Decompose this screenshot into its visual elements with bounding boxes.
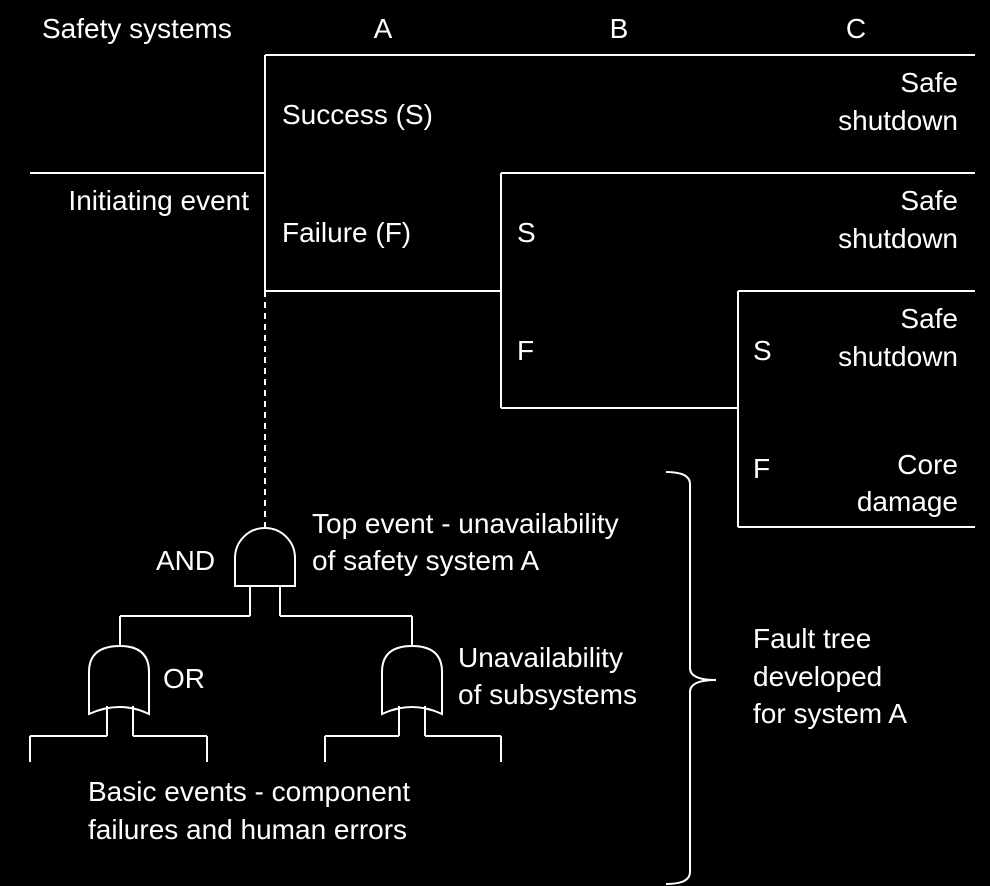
outcome-3-line2: shutdown — [838, 341, 958, 372]
fault-tree-bracket — [665, 471, 717, 885]
basic-events-line2: failures and human errors — [88, 814, 407, 845]
branch-b-success-label: S — [517, 217, 536, 248]
outcome-4-line2: damage — [857, 486, 958, 517]
column-a-label: A — [374, 13, 393, 44]
bracket-note-line3: for system A — [753, 698, 907, 729]
outcome-3-line1: Safe — [900, 303, 958, 334]
subsystems-line1: Unavailability — [458, 642, 623, 673]
and-gate-icon — [234, 527, 296, 587]
or-gate-left-icon — [88, 644, 150, 716]
initiating-event-label: Initiating event — [68, 185, 249, 216]
top-event-line1: Top event - unavailability — [312, 508, 619, 539]
bracket-note-line1: Fault tree — [753, 623, 871, 654]
branch-a-success-label: Success (S) — [282, 99, 433, 130]
outcome-1-line2: shutdown — [838, 105, 958, 136]
branch-c-failure-label: F — [753, 453, 770, 484]
safety-systems-label: Safety systems — [42, 13, 232, 44]
column-c-label: C — [846, 13, 866, 44]
branch-a-failure-label: Failure (F) — [282, 217, 411, 248]
outcome-4-line1: Core — [897, 449, 958, 480]
or-gate-label: OR — [163, 663, 205, 694]
subsystems-line2: of subsystems — [458, 679, 637, 710]
outcome-1-line1: Safe — [900, 67, 958, 98]
branch-c-success-label: S — [753, 335, 772, 366]
branch-b-failure-label: F — [517, 335, 534, 366]
bracket-note-line2: developed — [753, 661, 882, 692]
or-gate-right-icon — [381, 644, 443, 716]
top-event-line2: of safety system A — [312, 545, 540, 576]
basic-events-line1: Basic events - component — [88, 776, 410, 807]
and-gate-label: AND — [156, 545, 215, 576]
column-b-label: B — [610, 13, 629, 44]
outcome-2-line1: Safe — [900, 185, 958, 216]
outcome-2-line2: shutdown — [838, 223, 958, 254]
